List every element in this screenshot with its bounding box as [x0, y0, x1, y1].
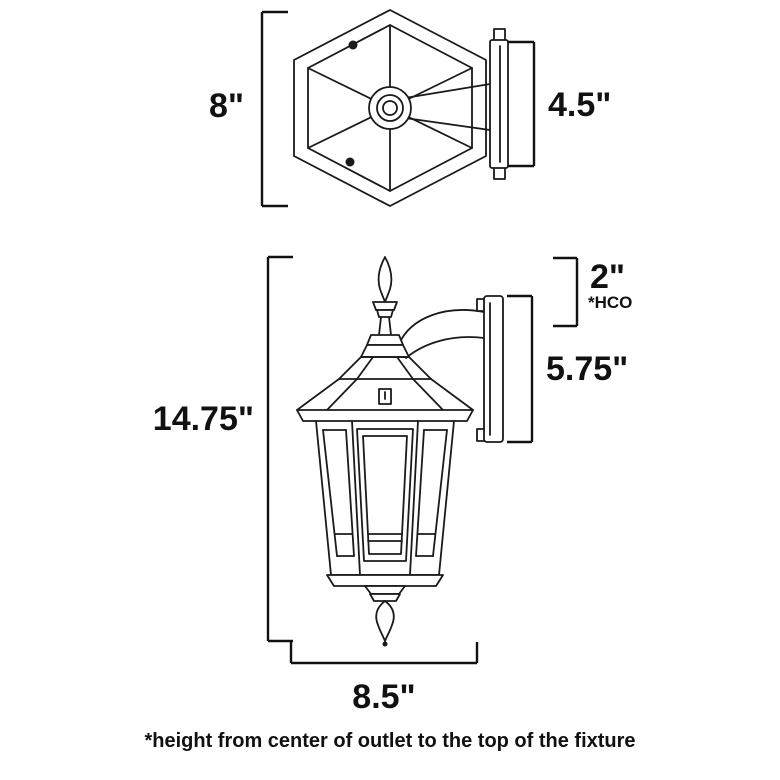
side-view-mount-arm	[398, 309, 485, 359]
top-finial	[360, 256, 410, 358]
screw-dot-top	[348, 40, 358, 50]
footnote-text: *height from center of outlet to the top…	[144, 730, 635, 752]
top-view-mount-arm	[404, 83, 491, 131]
hco-value-label: 2"	[590, 258, 625, 296]
dimension-backplate-height: 5.75"	[507, 294, 628, 444]
side-view-wall-plate	[476, 295, 504, 443]
screw-dot-bottom	[345, 157, 355, 167]
hco-abbr-label: *HCO	[588, 293, 632, 312]
width-label: 8.5"	[352, 678, 415, 716]
dimension-top-depth: 4.5"	[508, 40, 611, 168]
top-view-finial	[368, 86, 412, 130]
lantern-body	[315, 420, 455, 576]
top-view-drawing	[293, 9, 509, 207]
top-depth-label: 4.5"	[548, 86, 611, 124]
top-view-wall-plate	[489, 28, 509, 180]
dimension-top-height: 8"	[209, 10, 288, 208]
dimension-hco: 2" *HCO	[553, 256, 632, 328]
backplate-height-label: 5.75"	[546, 350, 628, 388]
dimension-width: 8.5"	[289, 642, 479, 716]
dimension-overall-height: 14.75"	[153, 255, 293, 643]
top-height-label: 8"	[209, 87, 244, 125]
lantern-roof	[296, 356, 474, 422]
bottom-finial	[326, 574, 444, 647]
top-view-outer-hexagon	[293, 9, 487, 207]
overall-height-label: 14.75"	[153, 400, 254, 438]
side-view-drawing	[296, 256, 504, 647]
